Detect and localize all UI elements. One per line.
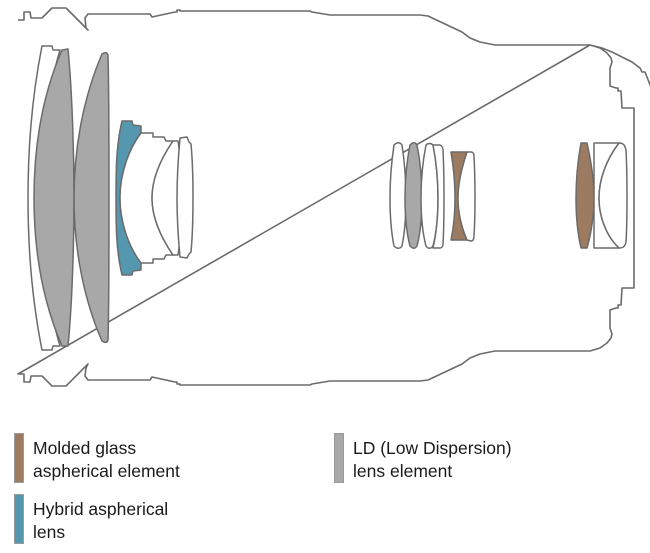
legend-label-line2: lens [33, 522, 66, 542]
lens-element-8 [389, 142, 407, 249]
lens-element-3-ld [73, 51, 110, 344]
legend-item-molded-glass: Molded glass aspherical element [14, 433, 180, 483]
legend-label: Hybrid aspherical lens [33, 498, 168, 544]
hybrid-swatch [14, 494, 24, 544]
lens-element-13 [457, 151, 476, 242]
ld-swatch [334, 433, 344, 483]
legend-label-line1: Molded glass [33, 438, 137, 458]
legend-label-line1: Hybrid aspherical [33, 499, 169, 519]
legend-item-ld: LD (Low Dispersion) lens element [334, 433, 512, 483]
lens-element-16 [598, 142, 628, 249]
lens-element-14-molded [575, 142, 595, 249]
lens-barrel-outline [17, 7, 650, 387]
legend-label-line1: LD (Low Dispersion) [353, 438, 512, 458]
lens-construction-diagram [17, 7, 650, 387]
legend-item-hybrid: Hybrid aspherical lens [14, 494, 168, 544]
lens-element-9-ld [404, 142, 423, 249]
legend-label-line2: aspherical element [33, 461, 180, 481]
molded-glass-swatch [14, 433, 24, 483]
legend-label: Molded glass aspherical element [33, 437, 180, 483]
legend-label-line2: lens element [353, 461, 453, 481]
lens-element-7 [176, 136, 194, 259]
legend-label: LD (Low Dispersion) lens element [353, 437, 512, 483]
lens-element-2-ld [33, 48, 75, 347]
lens-element-11 [432, 144, 445, 249]
